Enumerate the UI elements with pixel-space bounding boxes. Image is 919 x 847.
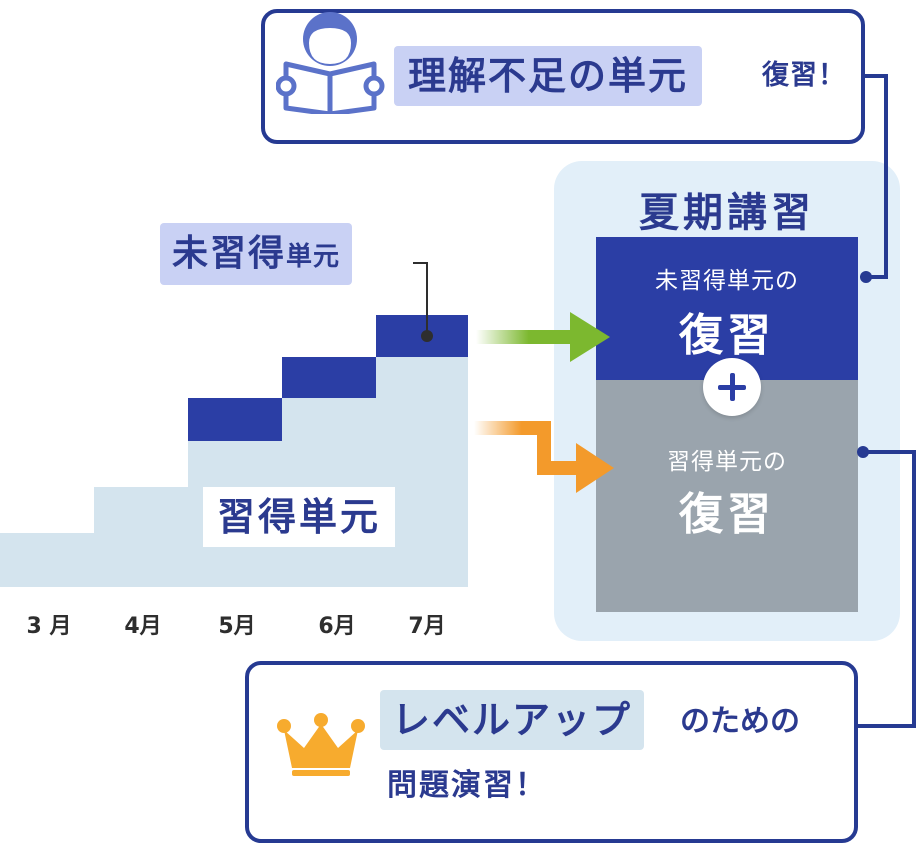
unlearned-review-title: 復習 — [679, 310, 775, 361]
unlearned-block-june — [282, 357, 376, 398]
step-march — [0, 533, 94, 587]
plus-icon — [703, 358, 761, 416]
summer-course-title: 夏期講習 — [639, 190, 815, 236]
learned-review-caption: 習得単元の — [667, 449, 787, 475]
level-up-tail-text: のための — [680, 704, 800, 739]
step-july — [376, 357, 468, 587]
unlearned-block-may — [188, 398, 282, 441]
unlearned-review-block: 未習得単元の 復習 — [596, 237, 858, 380]
month-label-april: 4月 — [124, 614, 162, 639]
month-label-march: 3 月 — [26, 614, 72, 639]
unlearned-review-caption: 未習得単元の — [655, 268, 799, 294]
unlearned-units-label: 未習得単元 — [160, 223, 353, 285]
practice-problems-text: 問題演習！ — [387, 768, 547, 803]
crown-icon — [277, 713, 365, 776]
unlearned-block-july — [376, 315, 468, 357]
level-up-highlight: レベルアップ — [380, 690, 645, 750]
review-tail-text: 復習！ — [762, 60, 846, 91]
month-label-july: 7月 — [408, 614, 446, 639]
learned-review-block: 習得単元の 復習 — [596, 380, 858, 612]
unlearned-label-main: 未習得 — [172, 233, 287, 274]
learned-units-label: 習得単元 — [203, 487, 396, 547]
month-label-june: 6月 — [318, 614, 356, 639]
learned-review-title: 復習 — [679, 489, 775, 540]
reading-person-icon — [276, 12, 385, 114]
review-weak-units-highlight: 理解不足の単元 — [394, 46, 703, 106]
step-april — [94, 487, 188, 587]
month-label-may: 5月 — [218, 614, 256, 639]
unlearned-label-suffix: 単元 — [286, 242, 341, 272]
